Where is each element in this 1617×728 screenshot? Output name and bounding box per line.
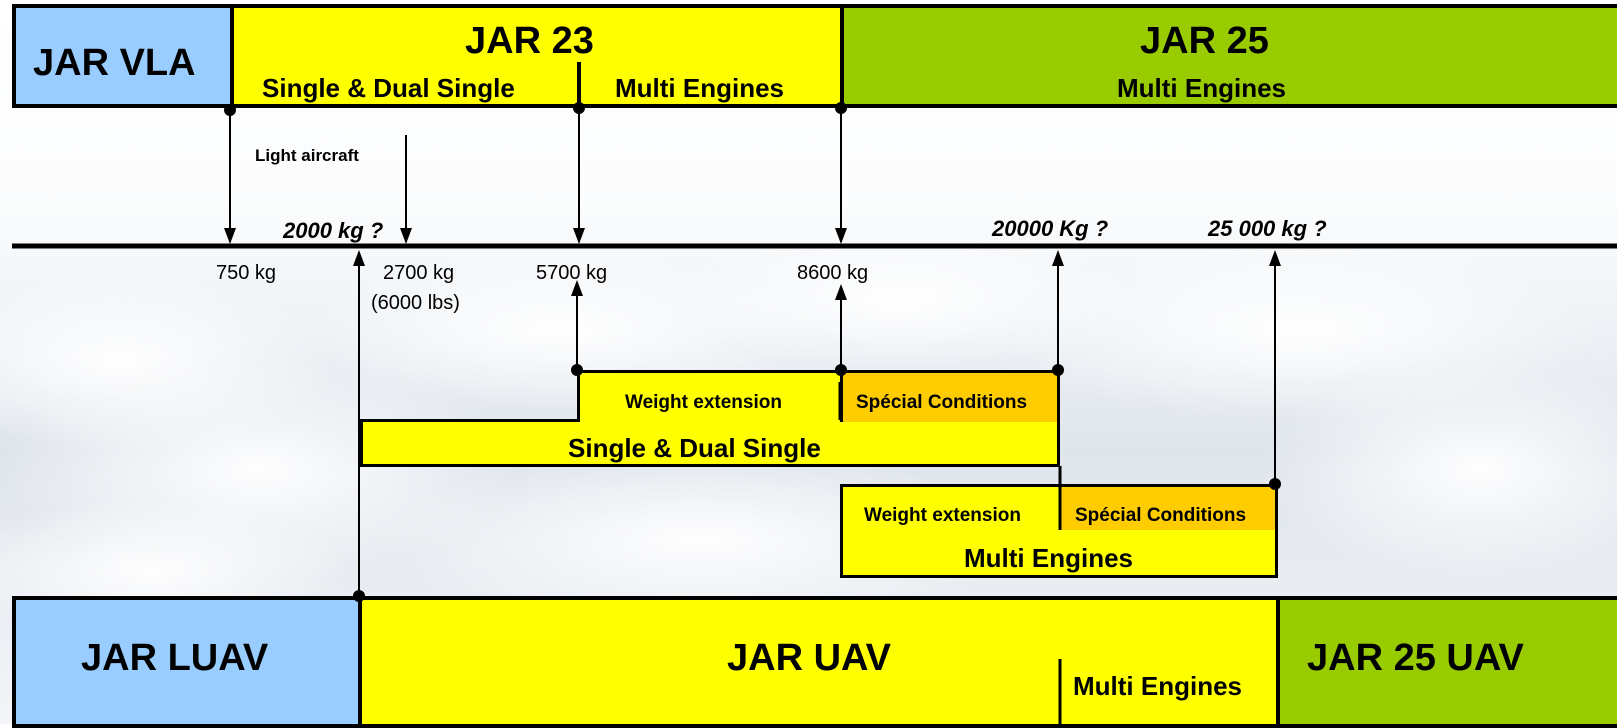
connector-lines bbox=[0, 0, 1617, 724]
